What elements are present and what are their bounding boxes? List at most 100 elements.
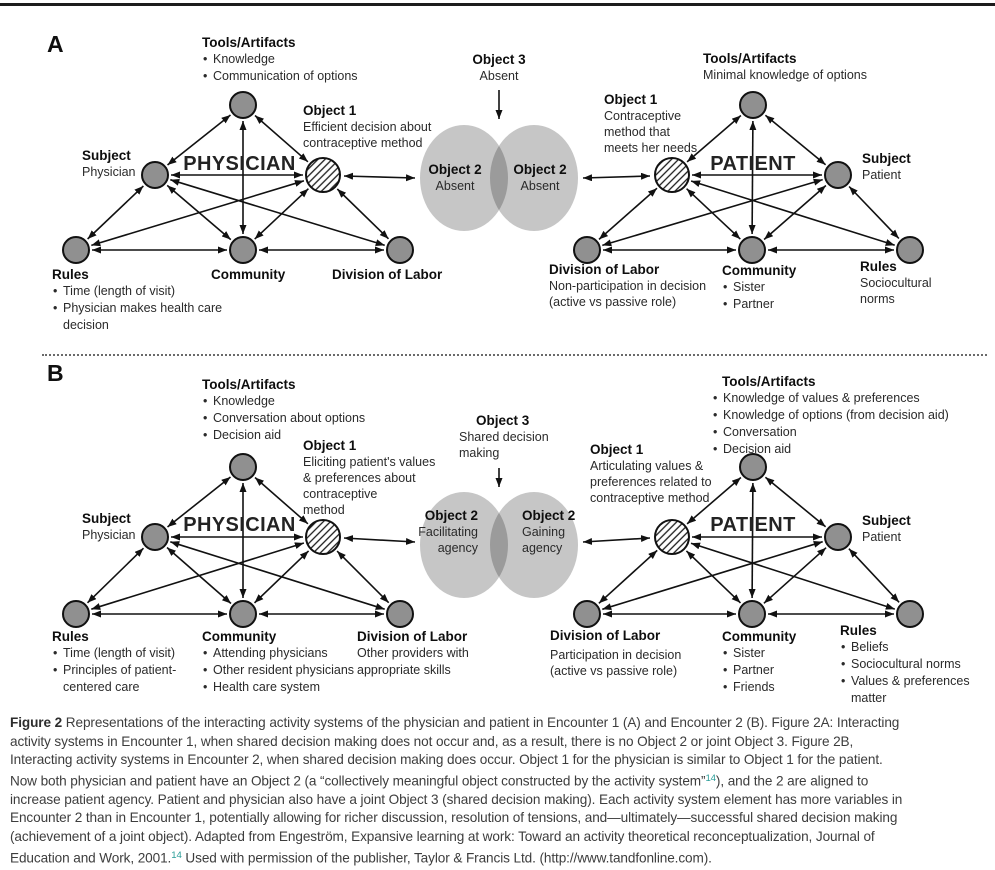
label-item: Knowledge of options (from decision aid) [712, 407, 949, 424]
label-line: method [303, 503, 345, 517]
activity-triangle-a-patient [573, 91, 924, 264]
label-title: Object 2 [513, 162, 567, 177]
edge-T-O [254, 476, 309, 525]
edge-O-R [91, 180, 305, 247]
edge-T-O [686, 114, 742, 163]
label-line: centered care [63, 680, 140, 694]
tools-artifacts-label-a-patient: Tools/Artifacts Minimal knowledge of opt… [703, 50, 867, 84]
label-line: Minimal knowledge of options [703, 68, 867, 82]
label-item: Physician makes health care [52, 300, 222, 317]
label-item: Beliefs [840, 639, 970, 656]
label-line: Facilitating [418, 525, 478, 539]
rules-label-a-physician: Rules Time (length of visit) Physician m… [52, 266, 222, 334]
edge-O-D [336, 550, 390, 604]
patient-actor-label-b: PATIENT [710, 514, 796, 536]
community-node [229, 236, 257, 264]
edge-T-S [167, 114, 231, 166]
division-of-labor-label-b-patient: Division of Labor Participation in decis… [550, 628, 681, 679]
label-line: (active vs passive role) [549, 295, 677, 309]
edge-O-C [685, 550, 742, 604]
division-of-labor-label-a-physician: Division of Labor [332, 266, 442, 283]
division-of-labor-node [573, 600, 601, 628]
tools-node [229, 453, 257, 481]
label-line: Shared decision [459, 430, 549, 444]
physician-actor-label-a: PHYSICIAN [183, 153, 296, 175]
edge-T-S [764, 114, 827, 166]
label-title: Object 2 [428, 162, 482, 177]
label-line: Absent [479, 69, 519, 83]
label-title: Division of Labor [550, 628, 661, 643]
rules-node [62, 236, 90, 264]
reference-superscript: 14 [705, 772, 716, 784]
tools-node [739, 91, 767, 119]
object2-right-circle-b [490, 492, 578, 598]
reference-superscript: 14 [171, 849, 182, 861]
object3-label-b: Object 3 Shared decision making [459, 413, 549, 461]
label-title: Subject [862, 513, 911, 528]
edge-O-C [253, 550, 310, 604]
object-node [654, 157, 690, 193]
label-title: Subject [82, 148, 131, 163]
label-title: Object 2 [522, 508, 576, 523]
label-line: matter [851, 691, 887, 705]
physician-actor-label-b: PHYSICIAN [183, 514, 296, 536]
label-title: Subject [82, 511, 131, 526]
label-item: Knowledge [202, 51, 358, 68]
label-line: & preferences about [303, 471, 416, 485]
label-line: Absent [520, 179, 560, 193]
caption-line: increase patient agency. Patient and phy… [10, 791, 903, 807]
patient-actor-label-a: PATIENT [710, 153, 796, 175]
object-node [305, 157, 341, 193]
object2-left-circle-a [420, 125, 508, 231]
label-item: Partner [722, 296, 796, 313]
label-line: Non-participation in decision [549, 279, 707, 293]
object-link-a-patient [582, 172, 651, 182]
label-line: contraceptive [303, 487, 378, 501]
panel-a-label: A [47, 31, 64, 57]
label-line: Patient [862, 168, 901, 182]
rules-node [62, 600, 90, 628]
object1-label-a-physician: Object 1 Efficient decision about contra… [303, 103, 431, 151]
label-item: Principles of patient- [52, 662, 176, 679]
label-title: Rules [860, 259, 897, 274]
edge-T-S [167, 476, 231, 528]
label-title: Object 1 [604, 92, 658, 107]
label-title: Object 1 [590, 442, 644, 457]
label-item: Sister [722, 645, 796, 662]
edge-O-R [690, 180, 895, 246]
tools-artifacts-label-a-physician: Tools/Artifacts Knowledge Communication … [202, 34, 358, 85]
label-line: Participation in decision [550, 648, 682, 662]
label-title: Rules [52, 267, 89, 282]
label-line: Efficient decision about [303, 120, 432, 134]
label-title: Tools/Artifacts [703, 51, 797, 66]
label-title: Tools/Artifacts [202, 377, 296, 392]
label-line: Physician [82, 165, 136, 179]
label-line: contraceptive method [590, 491, 710, 505]
subject-label-a-physician: Subject Physician [82, 148, 136, 180]
panel-divider-dotted [42, 354, 987, 356]
subject-node [141, 161, 169, 189]
label-title: Object 1 [303, 438, 357, 453]
label-title: Rules [840, 623, 877, 638]
label-title: Community [202, 629, 277, 644]
edge-O-D [336, 188, 390, 240]
label-line: preferences related to [590, 475, 712, 489]
community-label-b-physician: Community Attending physicians Other res… [202, 628, 354, 696]
label-item: Conversation about options [202, 410, 365, 427]
label-line: Eliciting patient's values [303, 455, 436, 469]
object-node [305, 519, 341, 555]
label-title: Community [722, 629, 797, 644]
label-item: Sociocultural norms [840, 656, 970, 673]
label-item: Values & preferences [840, 673, 970, 690]
subject-node [141, 523, 169, 551]
tools-artifacts-label-b-patient: Tools/Artifacts Knowledge of values & pr… [712, 373, 949, 458]
label-line: agency [522, 541, 563, 555]
edge-T-C [748, 120, 757, 235]
object-link-a-physician [343, 172, 416, 182]
label-item: Knowledge [202, 393, 365, 410]
label-item: Sister [722, 279, 796, 296]
object2-right-circle-a [490, 125, 578, 231]
edge-O-D [598, 549, 658, 604]
label-item: Conversation [712, 424, 949, 441]
